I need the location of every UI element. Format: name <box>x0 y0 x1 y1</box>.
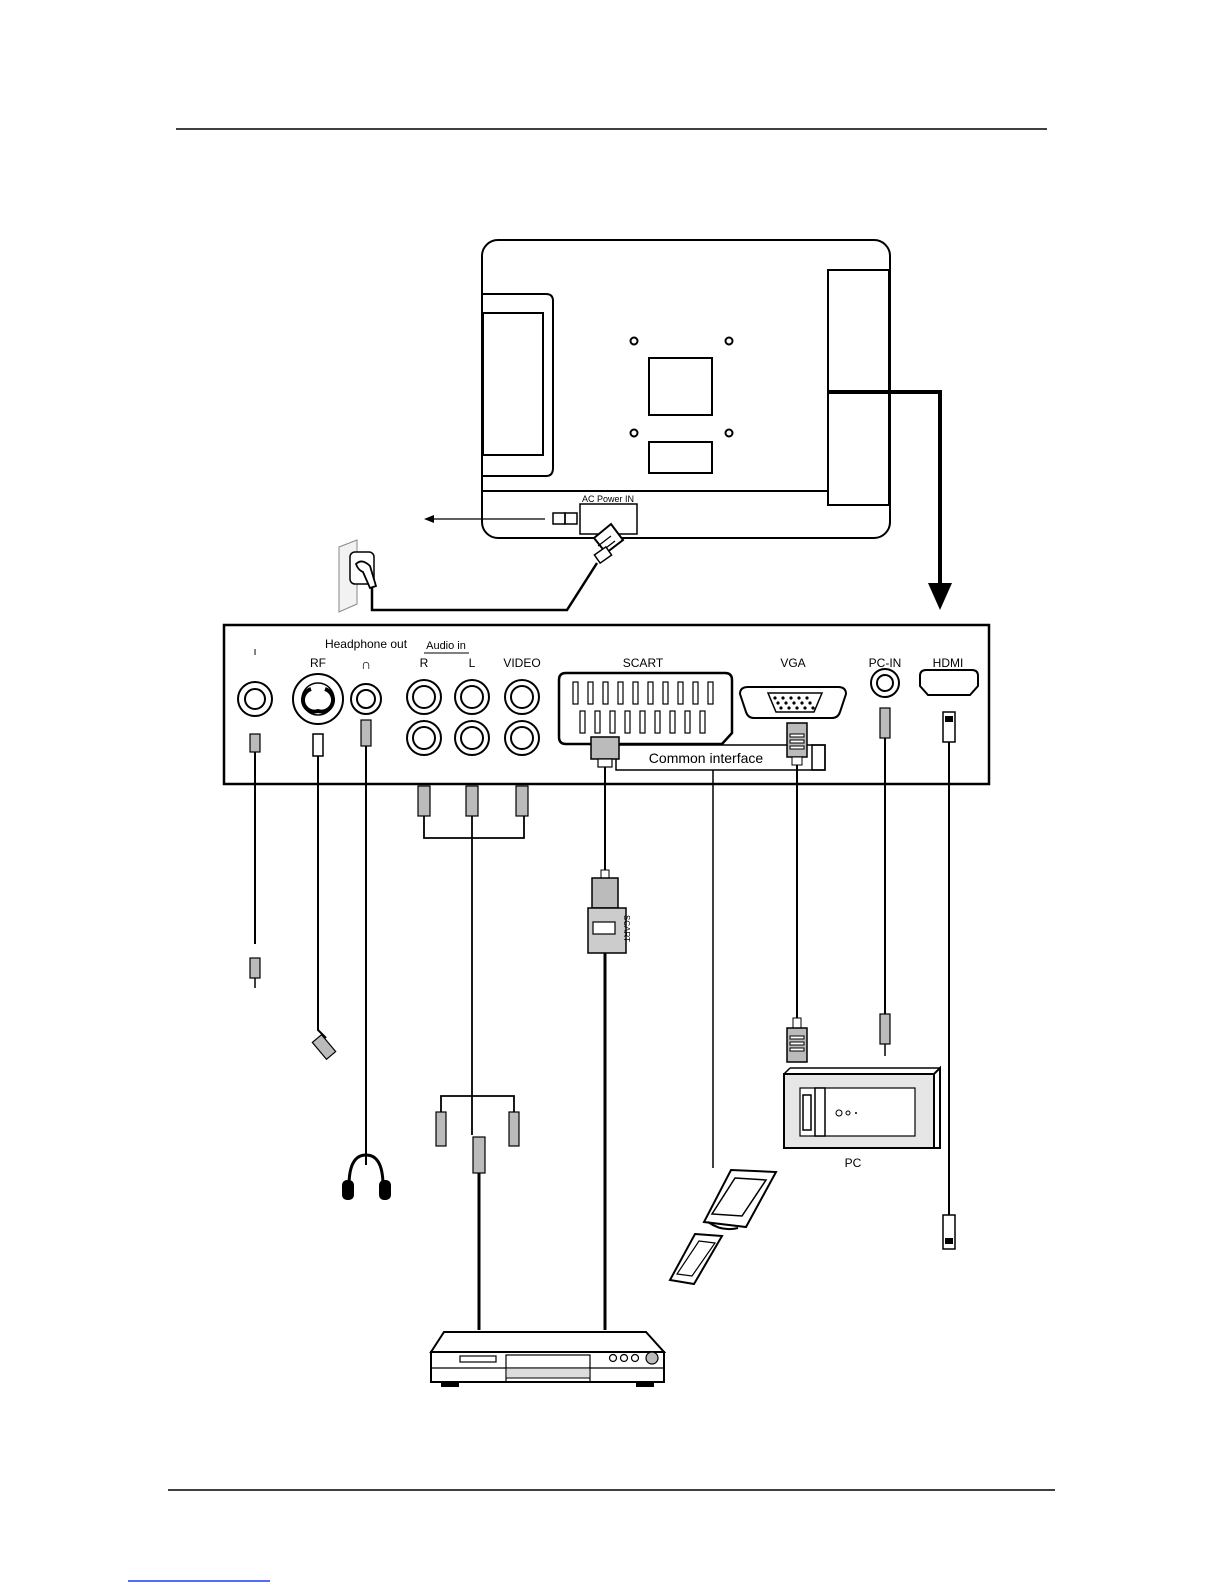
power-cord <box>372 563 597 610</box>
headphone-symbol: ∩ <box>361 656 371 672</box>
vga-pin <box>779 706 782 709</box>
rf-label: RF <box>310 656 326 670</box>
scart-label: SCART <box>623 656 664 670</box>
thick-connector-arrow <box>828 392 940 585</box>
audio-r-label: R <box>420 656 429 670</box>
vga-pin <box>776 701 779 704</box>
ac-power-label: AC Power IN <box>582 494 634 504</box>
vga-pin <box>805 696 808 699</box>
vga-label: VGA <box>780 656 805 670</box>
ci-module-icon <box>670 1170 776 1284</box>
vga-pin <box>781 696 784 699</box>
dvd-player-icon <box>431 1332 664 1387</box>
pc-label: PC <box>845 1156 862 1170</box>
vga-pin <box>800 701 803 704</box>
scart-cable <box>591 737 619 870</box>
hdmi-label: HDMI <box>933 656 964 670</box>
vga-pin <box>797 696 800 699</box>
audio-l-label: L <box>469 656 476 670</box>
vga-pin <box>811 706 814 709</box>
pcin-label: PC-IN <box>869 656 902 670</box>
vga-pin <box>784 701 787 704</box>
pc-tower-icon <box>784 1068 940 1148</box>
vga-plug-icon <box>787 1018 807 1062</box>
vga-pin <box>795 706 798 709</box>
scart-plug-text: SCART <box>622 915 631 942</box>
vga-pin <box>792 701 795 704</box>
left-arrow-head <box>424 515 434 523</box>
audio-in-label: Audio in <box>426 640 466 652</box>
common-interface-label: Common interface <box>649 750 764 766</box>
vga-pin <box>789 696 792 699</box>
vga-pin <box>773 696 776 699</box>
hdmi-cable <box>943 712 955 1215</box>
hdmi-plug-icon <box>943 1215 955 1249</box>
headphone-label: Headphone out <box>325 637 408 651</box>
video-label: VIDEO <box>503 656 540 670</box>
vga-pin <box>803 706 806 709</box>
vga-pin <box>787 706 790 709</box>
av-cable <box>418 786 528 1330</box>
vga-pin <box>808 701 811 704</box>
tv-back <box>482 240 890 538</box>
power-plug-icon <box>594 524 623 563</box>
wall-socket-icon <box>339 540 376 612</box>
headphone-cable <box>361 720 371 1165</box>
scart-plug-icon <box>588 870 626 953</box>
antenna-label: ı <box>253 646 256 658</box>
thick-arrow-head <box>928 583 952 610</box>
